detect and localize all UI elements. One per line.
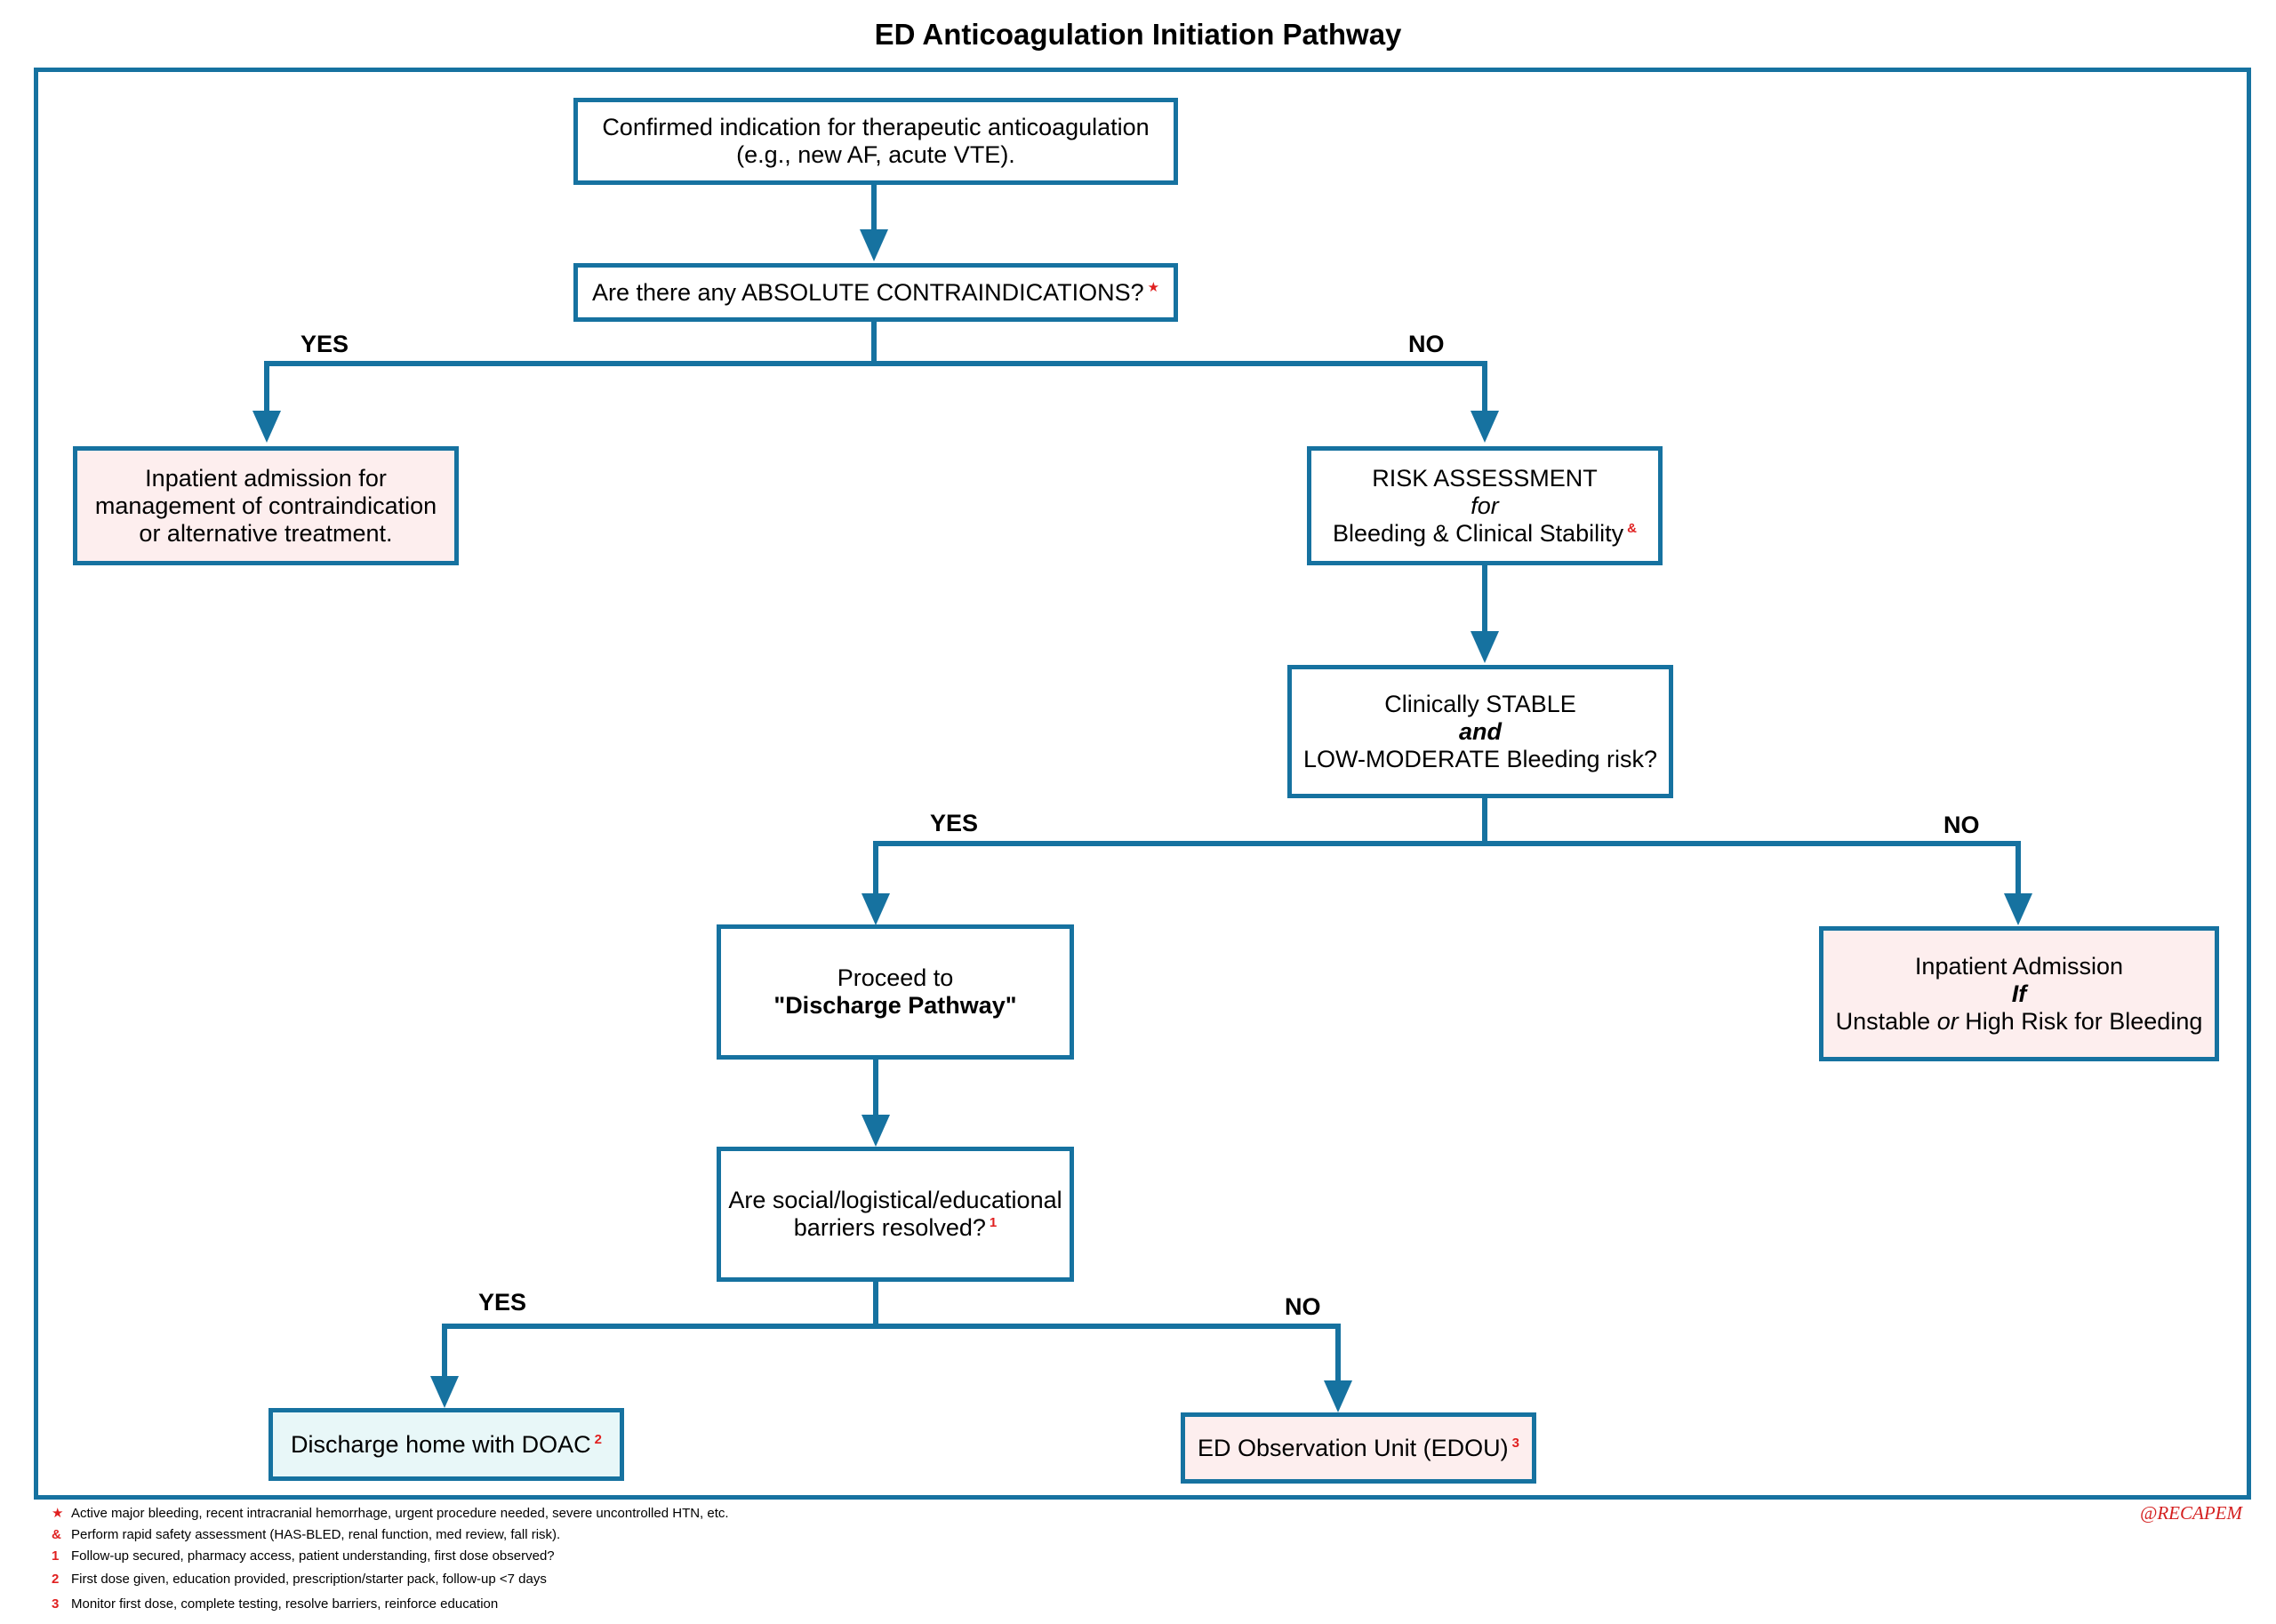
node-text: " — [773, 992, 786, 1019]
node-text: or alternative treatment. — [139, 519, 393, 547]
label-yes: YES — [478, 1289, 527, 1316]
footnote-text: Follow-up secured, pharmacy access, pati… — [71, 1548, 555, 1564]
connector-stable-no — [1485, 841, 2021, 893]
node-text: Inpatient Admission — [1914, 952, 2124, 980]
page-title: ED Anticoagulation Initiation Pathway — [874, 18, 1402, 51]
footnote-star: ★ Active major bleeding, recent intracran… — [52, 1506, 729, 1522]
footnote-3-mark: 3 — [1511, 1435, 1519, 1451]
node-inpatient-unstable: Inpatient Admission If Unstable or High … — [1819, 926, 2219, 1061]
node-text: barriers resolved? — [793, 1214, 986, 1241]
footnote-mark: & — [52, 1527, 61, 1542]
footnote-text: Perform rapid safety assessment (HAS-BLE… — [71, 1527, 561, 1542]
node-text: Are there any ABSOLUTE CONTRAINDICATIONS… — [591, 278, 1144, 306]
node-text: for — [1471, 492, 1499, 519]
arrowhead — [252, 411, 281, 443]
node-text: LOW-MODERATE Bleeding risk? — [1302, 745, 1658, 772]
footnote-text: Active major bleeding, recent intracrani… — [71, 1506, 729, 1521]
footnote-text: Monitor first dose, complete testing, re… — [71, 1596, 499, 1612]
label-no: NO — [1943, 812, 1980, 838]
arrowhead — [430, 1376, 459, 1408]
footnote-mark: 3 — [52, 1596, 60, 1612]
node-text: Confirmed indication for therapeutic ant… — [602, 114, 1150, 140]
footnote-ampersand: &Perform rapid safety assessment (HAS-BL… — [52, 1527, 560, 1543]
footnote-mark: 1 — [52, 1548, 60, 1564]
arrowhead — [1471, 411, 1499, 443]
node-text: Inpatient admission for — [145, 464, 387, 492]
node-text: Bleeding & Clinical Stability — [1332, 519, 1624, 547]
node-text: and — [1458, 717, 1502, 745]
footnote-star-mark: ★ — [1147, 279, 1160, 295]
label-no: NO — [1285, 1293, 1321, 1320]
connector-contraindications-no — [874, 361, 1487, 411]
node-risk-assessment: RISK ASSESSMENT for Bleeding & Clinical … — [1307, 446, 1663, 565]
arrowhead — [1324, 1380, 1352, 1412]
node-clinically-stable: Clinically STABLE and LOW-MODERATE Bleed… — [1287, 665, 1673, 798]
node-text: Proceed to — [837, 964, 954, 991]
node-text: or — [1936, 1007, 1959, 1035]
label-yes: YES — [301, 331, 349, 357]
arrowhead — [860, 229, 888, 261]
node-text: management of contraindication — [94, 492, 437, 519]
arrowhead — [1471, 631, 1499, 663]
node-ed-observation-unit: ED Observation Unit (EDOU)3 — [1181, 1412, 1536, 1484]
node-text-bold: Discharge Pathway — [785, 992, 1006, 1019]
connector-barriers-no — [876, 1324, 1341, 1380]
node-inpatient-contraindication: Inpatient admission for management of co… — [73, 446, 459, 565]
node-text: " — [1005, 992, 1017, 1019]
footnote-ampersand-mark: & — [1627, 520, 1637, 536]
footnote-1-mark: 1 — [989, 1215, 998, 1230]
node-barriers-resolved: Are social/logistical/educational barrie… — [717, 1147, 1074, 1282]
node-text: (e.g., new AF, acute VTE). — [736, 141, 1015, 168]
node-text: Clinically STABLE — [1384, 690, 1576, 717]
arrowhead — [2004, 893, 2032, 925]
node-text: Are social/logistical/educational — [728, 1187, 1062, 1213]
node-text: High Risk for Bleeding — [1958, 1007, 2203, 1035]
node-text: ED Observation Unit (EDOU) — [1198, 1434, 1509, 1461]
node-text: Discharge home with DOAC — [291, 1430, 591, 1458]
node-text: If — [2011, 980, 2027, 1007]
footnote-2: 2 First dose given, education provided, p… — [52, 1572, 547, 1588]
diagram-frame — [34, 68, 2251, 1500]
footnote-mark: 2 — [52, 1572, 60, 1587]
node-text: Unstable — [1835, 1007, 1937, 1035]
footnote-2-mark: 2 — [594, 1431, 602, 1447]
node-absolute-contraindications: Are there any ABSOLUTE CONTRAINDICATIONS… — [573, 263, 1178, 322]
footnote-text: First dose given, education provided, pr… — [71, 1572, 547, 1587]
node-confirmed-indication: Confirmed indication for therapeutic ant… — [573, 98, 1178, 185]
label-yes: YES — [930, 810, 979, 836]
author-signature: @RECAPEM — [2140, 1502, 2242, 1524]
connector-stable-split — [873, 796, 1487, 893]
footnote-mark: ★ — [52, 1506, 64, 1521]
footnote-3: 3 Monitor first dose, complete testing, r… — [52, 1596, 498, 1612]
connector-barriers-split — [442, 1280, 878, 1376]
connector-contraindications-split — [264, 320, 877, 411]
node-text: RISK ASSESSMENT — [1372, 464, 1598, 492]
arrowhead — [862, 1115, 890, 1147]
node-discharge-pathway: Proceed to "Discharge Pathway" — [717, 924, 1074, 1060]
label-no: NO — [1408, 331, 1445, 357]
footnote-1: 1 Follow-up secured, pharmacy access, pat… — [52, 1548, 555, 1564]
arrowhead — [862, 893, 890, 925]
